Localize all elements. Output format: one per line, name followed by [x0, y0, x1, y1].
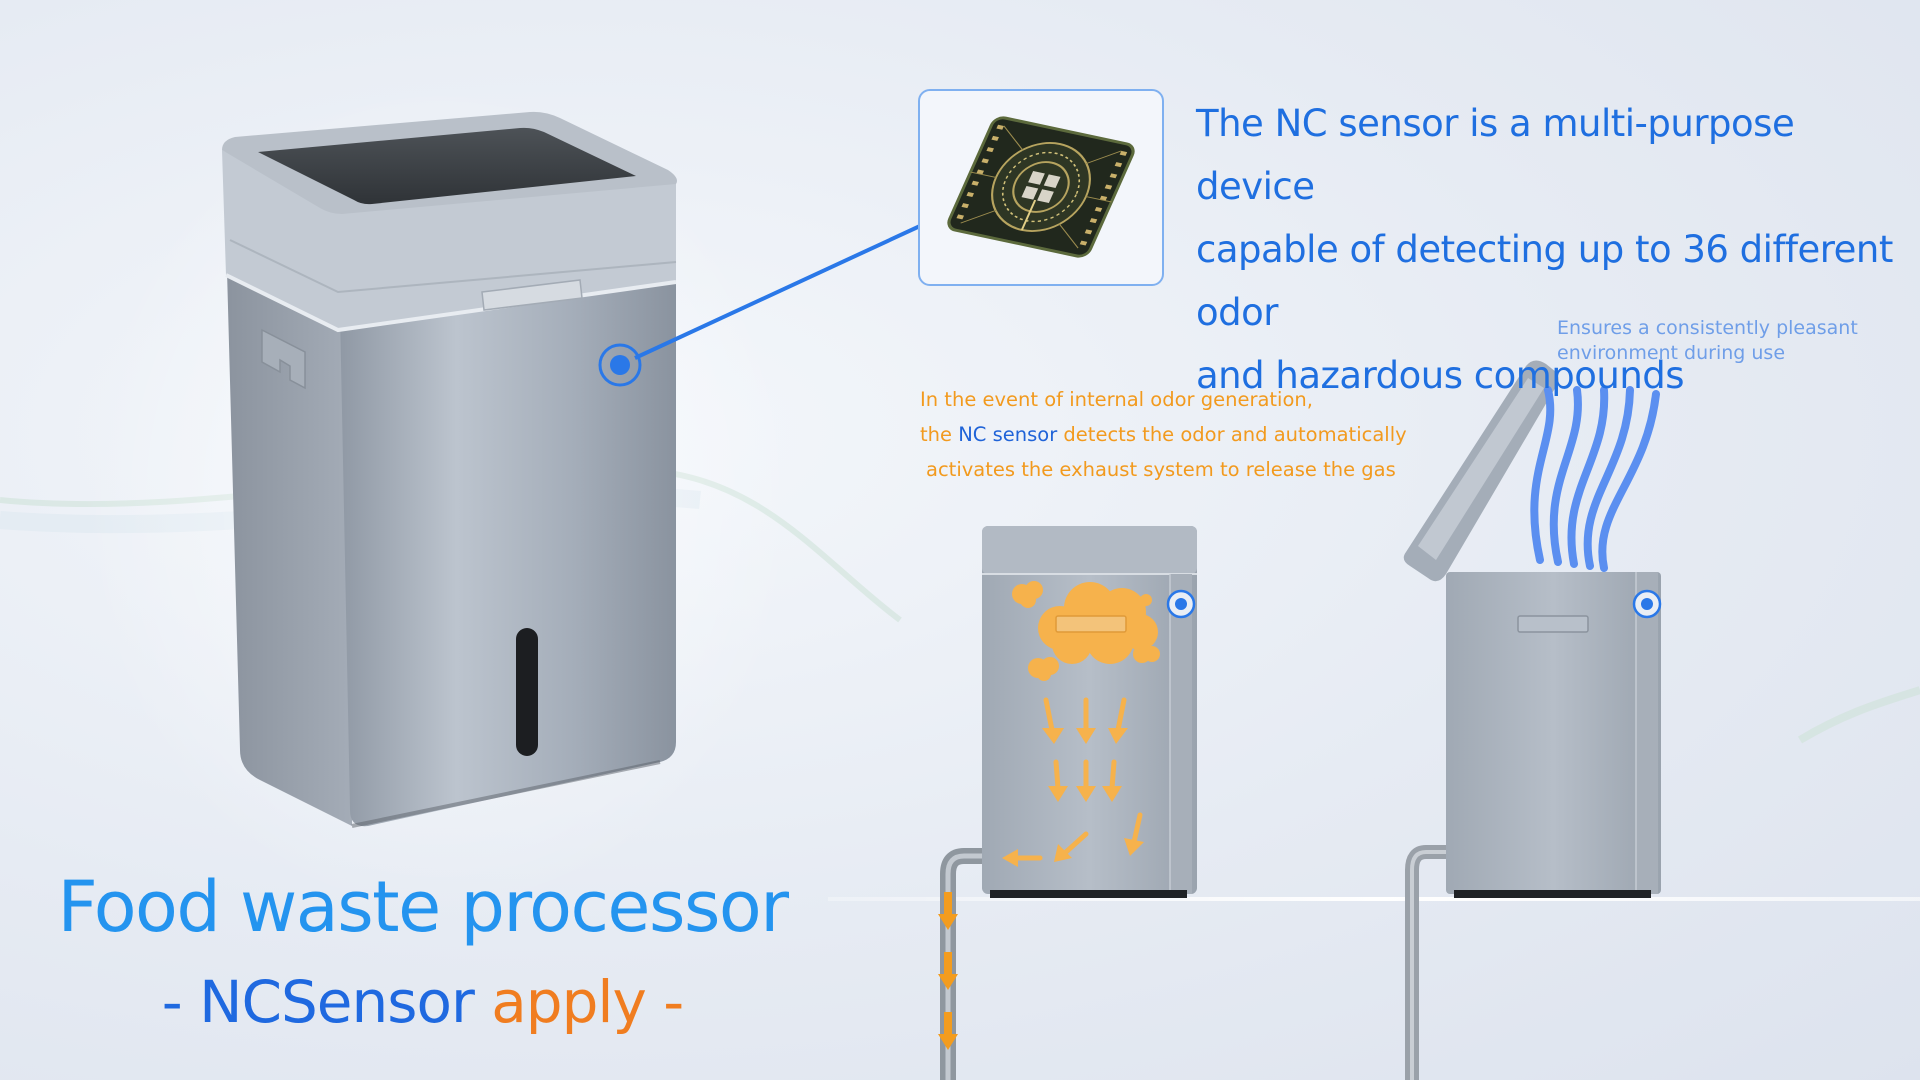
headline-line-3: and hazardous compounds	[1196, 354, 1685, 397]
ensure-line-2: environment during use	[1557, 342, 1786, 364]
event-line-1: In the event of internal odor generation…	[920, 388, 1313, 411]
event-line-2-suffix: detects the odor and automatically	[1057, 423, 1407, 446]
sensor-marker-icon	[1632, 589, 1662, 619]
event-line-2-prefix: the	[920, 423, 959, 446]
page-subtitle: - NCSensor apply -	[0, 962, 845, 1042]
page-title: Food waste processor	[57, 866, 789, 948]
headline-line-2: capable of detecting up to 36 different …	[1196, 228, 1893, 334]
sensor-marker-icon	[598, 343, 642, 387]
odor-bin-handle	[1055, 615, 1127, 633]
odor-cloud-icon	[1012, 581, 1160, 681]
exhaust-arrow-icon	[938, 892, 958, 1050]
ensure-note: Ensures a consistently pleasant environm…	[1557, 316, 1877, 366]
nc-sensor-highlight: NC sensor	[958, 423, 1058, 446]
main-bin-side-handle	[261, 328, 306, 390]
floor-line	[828, 897, 1920, 901]
main-bin-window	[516, 628, 538, 756]
main-bin-lid-glass	[258, 127, 636, 205]
sensor-chip-card	[918, 89, 1164, 286]
main-bin-side	[224, 160, 352, 826]
sensor-chip-icon	[947, 116, 1135, 258]
sensor-connector-line	[634, 224, 921, 360]
fresh-air-waves-icon	[1530, 386, 1660, 572]
event-line-2: the NC sensor detects the odor and autom…	[920, 417, 1440, 452]
fresh-bin-open-lid	[1403, 360, 1559, 582]
event-line-3: activates the exhaust system to release …	[926, 458, 1396, 481]
main-bin-front	[338, 182, 676, 827]
exhaust-arrow-icon	[1002, 697, 1144, 867]
main-bin	[222, 111, 677, 828]
event-note: In the event of internal odor generation…	[920, 382, 1440, 487]
subtitle-dash-left: -	[161, 968, 200, 1036]
fresh-bin	[1446, 572, 1661, 898]
sensor-marker-icon	[1166, 589, 1196, 619]
subtitle-apply: apply	[473, 968, 647, 1036]
subtitle-dash-right: -	[645, 968, 684, 1036]
headline-text: The NC sensor is a multi-purpose device …	[1196, 92, 1896, 407]
fresh-bin-pipe	[1405, 845, 1446, 1080]
fresh-bin-handle	[1517, 615, 1589, 633]
headline-line-1: The NC sensor is a multi-purpose device	[1196, 102, 1795, 208]
exhaust-pipe	[940, 848, 982, 1080]
odor-bin	[982, 526, 1197, 898]
subtitle-ncsensor: NCSensor	[199, 968, 475, 1036]
main-bin-handle	[481, 279, 583, 311]
ensure-line-1: Ensures a consistently pleasant	[1557, 317, 1858, 339]
background-wave	[1797, 686, 1920, 744]
